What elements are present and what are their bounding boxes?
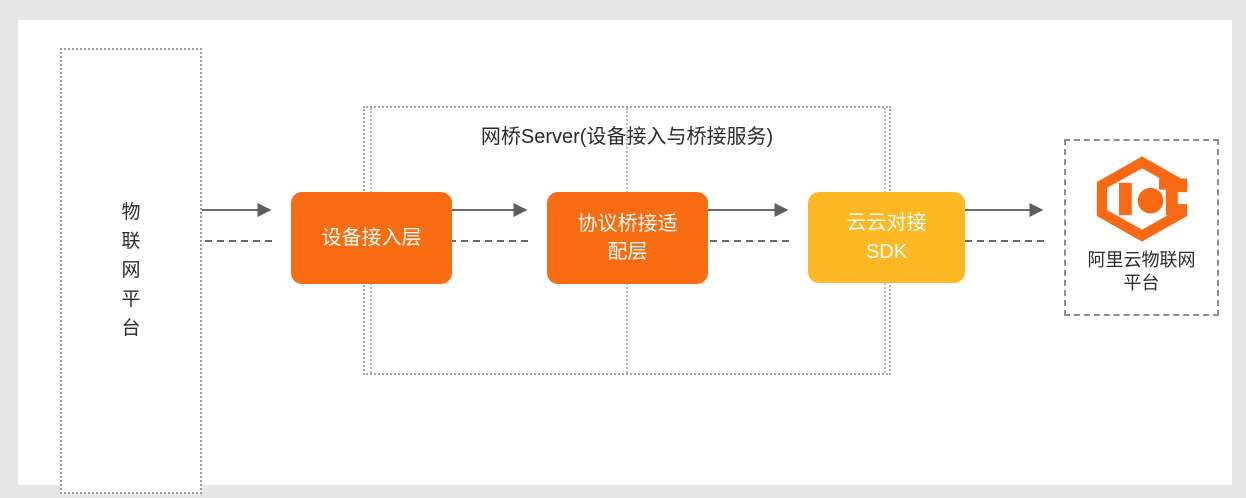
iot-hexagon-logo	[1096, 156, 1187, 242]
box-device-access-layer[interactable]: 设备接入层	[291, 192, 452, 284]
diagram-canvas: 物 联 网 平 台 网桥Server(设备接入与桥接服务) 设备接入层 协议桥接…	[18, 20, 1232, 494]
box-protocol-bridge-adapter-layer[interactable]: 协议桥接适 配层	[547, 192, 708, 284]
left-iot-platform-box[interactable]: 物 联 网 平 台	[60, 48, 202, 494]
box-cloud-to-cloud-sdk[interactable]: 云云对接 SDK	[808, 192, 965, 283]
left-iot-platform-label: 物 联 网 平 台	[121, 201, 141, 339]
right-iot-platform-label: 阿里云物联网 平台	[1087, 250, 1196, 294]
right-alibaba-iot-platform-box[interactable]: 阿里云物联网 平台	[1064, 139, 1219, 316]
